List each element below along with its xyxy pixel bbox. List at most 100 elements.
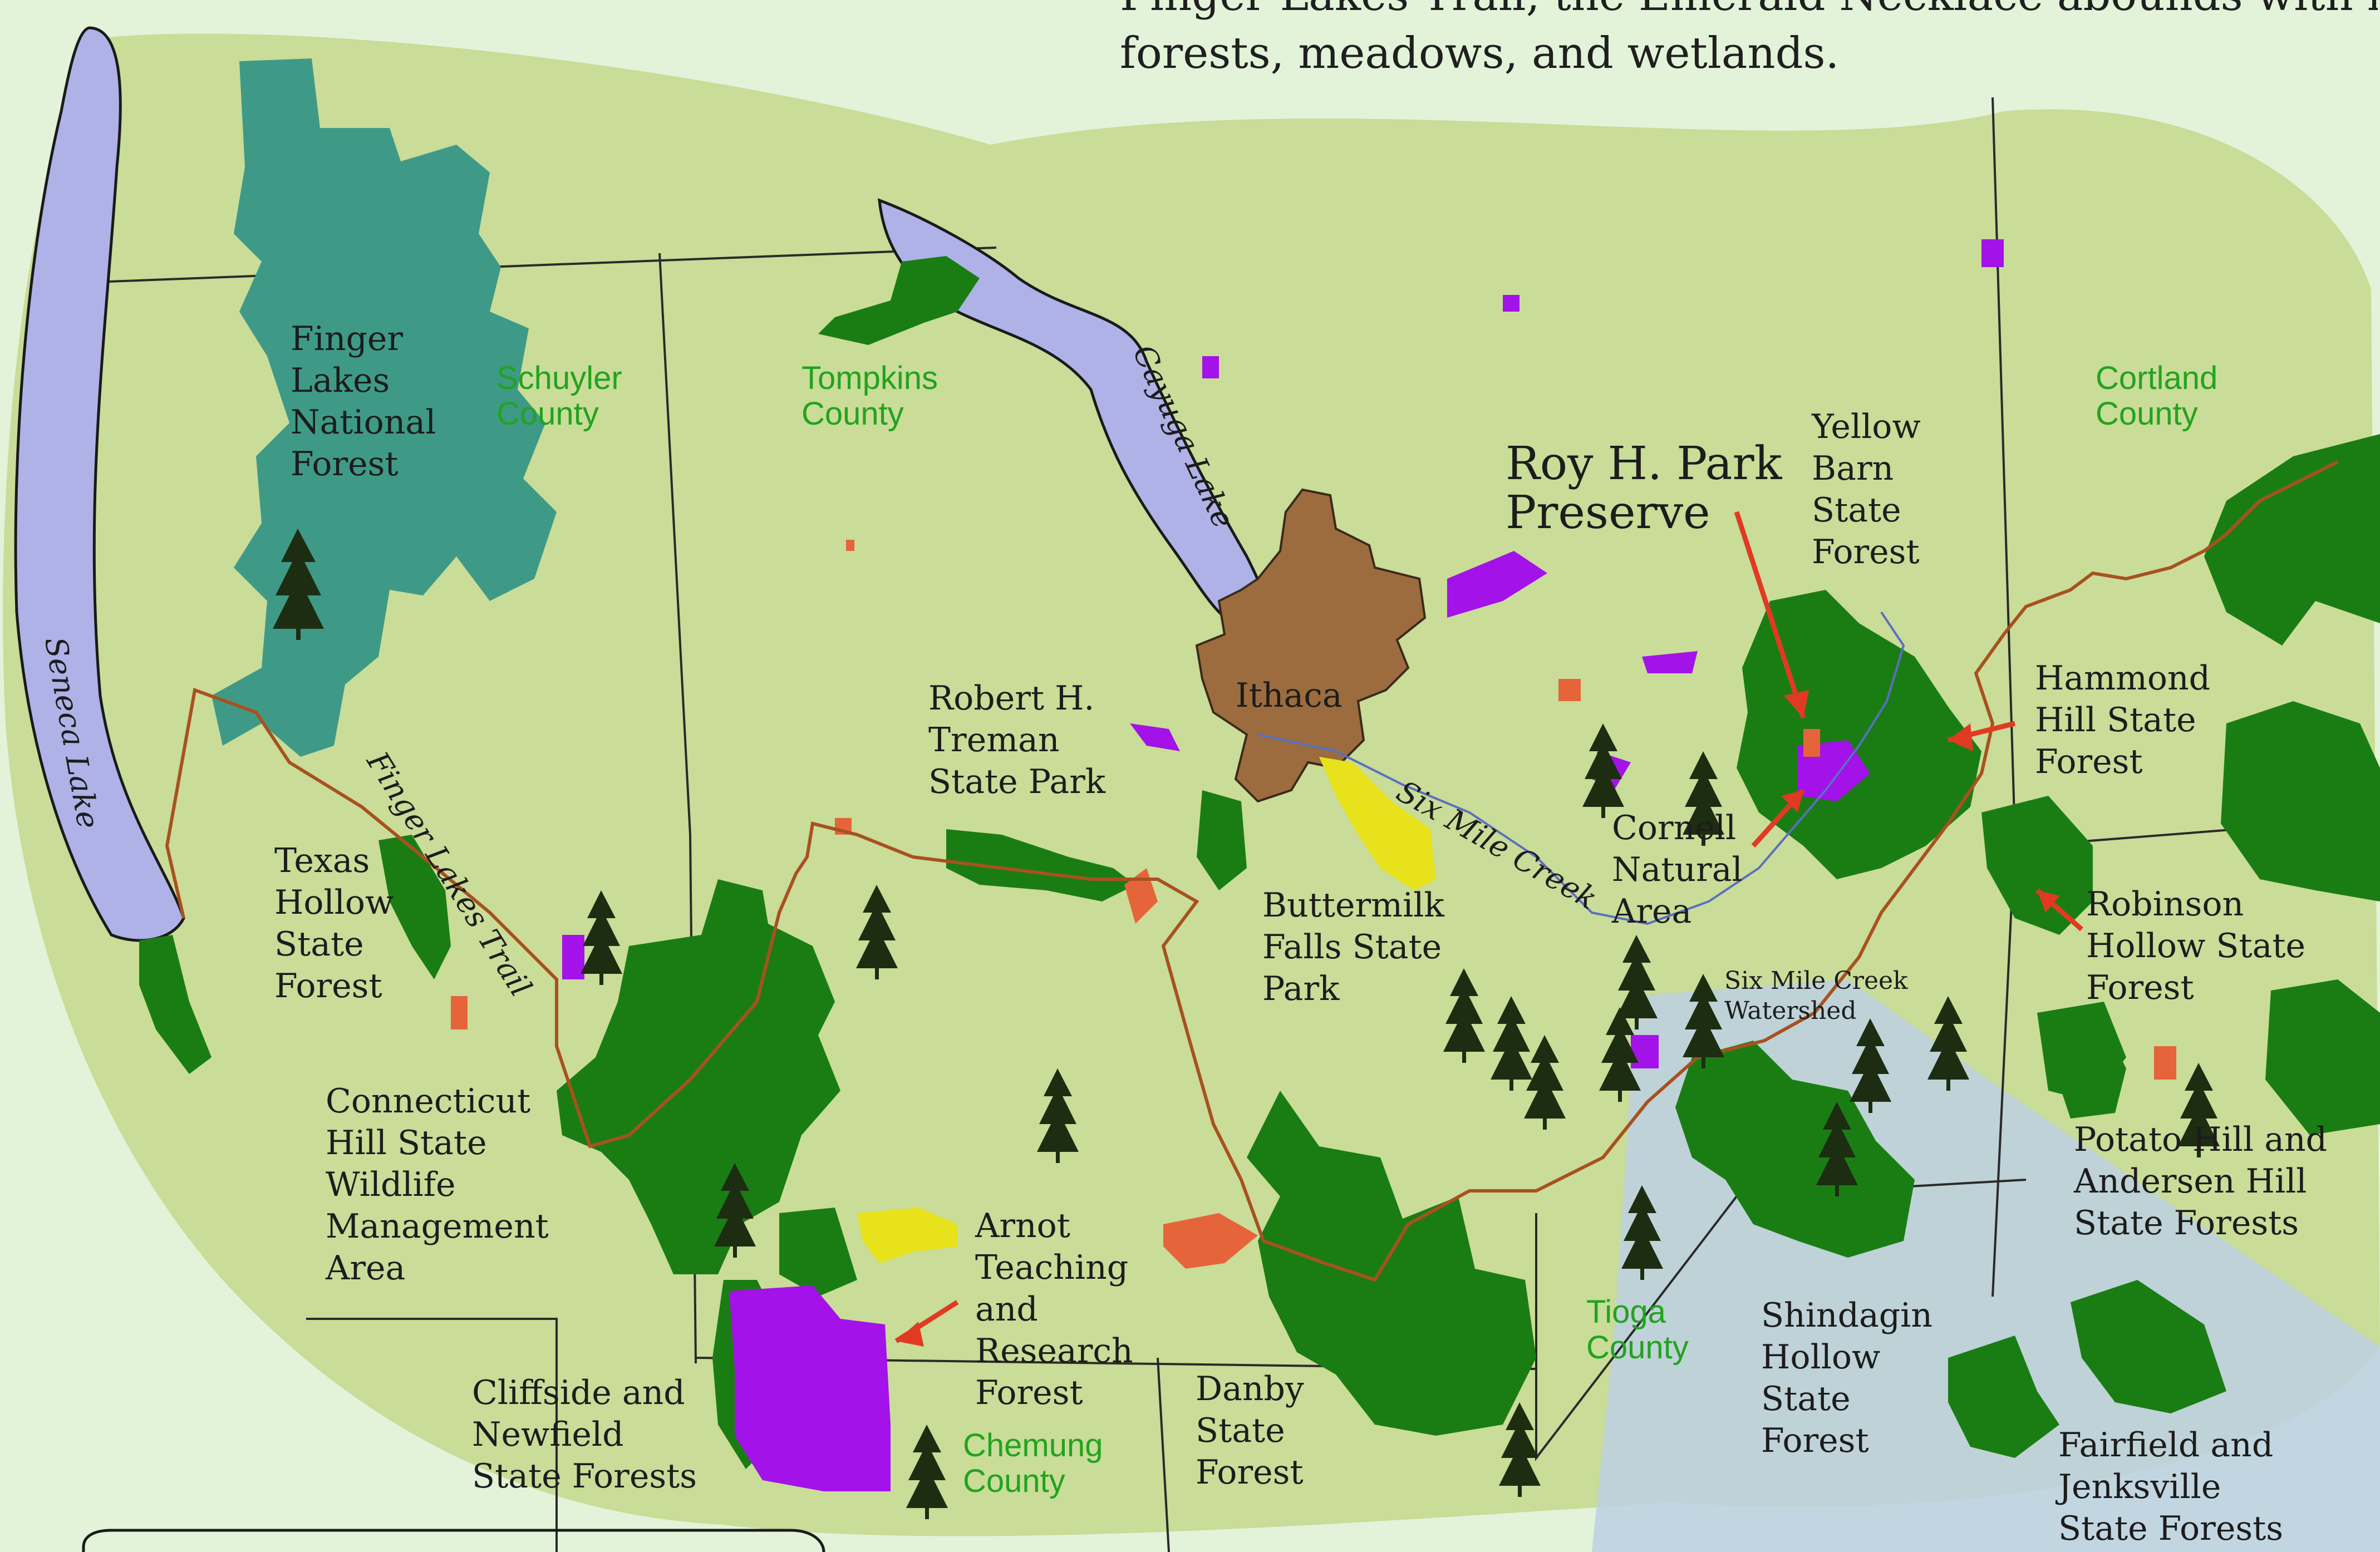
arrow-heads bbox=[896, 690, 2059, 1347]
label-line: Teaching bbox=[975, 1248, 1129, 1287]
tree-icon bbox=[906, 1425, 948, 1519]
label-line: Cornell bbox=[1612, 809, 1737, 848]
county-label-cortland: Cortland County bbox=[2096, 361, 2217, 432]
arrow-roy-park bbox=[1734, 511, 1806, 719]
cortland-east-forest bbox=[2221, 701, 2380, 901]
ithaca-city bbox=[1195, 488, 1427, 803]
label-roy-park-preserve: Roy H. Park Preserve bbox=[1506, 440, 1782, 538]
arnot-forest bbox=[729, 1285, 891, 1491]
tree-icon bbox=[1599, 1007, 1641, 1102]
tree-icon bbox=[1850, 1018, 1891, 1113]
label-line: Hill State bbox=[326, 1124, 487, 1162]
jenksville-forest bbox=[2071, 1280, 2226, 1413]
texas-hollow-forest bbox=[378, 835, 451, 979]
tree-icon bbox=[1443, 968, 1485, 1063]
legend-box bbox=[82, 1529, 825, 1552]
label-line: Falls State bbox=[1262, 928, 1442, 967]
label-line: Robinson bbox=[2086, 885, 2244, 924]
tree-icon bbox=[856, 885, 898, 979]
label-line: Research bbox=[975, 1332, 1133, 1371]
buttermilk-east bbox=[1197, 790, 1247, 890]
tree-icon bbox=[1582, 723, 1624, 818]
label-line: Park bbox=[1262, 969, 1340, 1008]
inlet-forest bbox=[818, 256, 980, 345]
cortland-south-forest bbox=[2265, 979, 2380, 1135]
label-line: Arnot bbox=[975, 1206, 1070, 1245]
label-line: State bbox=[274, 925, 364, 964]
tree-icons bbox=[273, 529, 2220, 1519]
county-name: Chemung bbox=[963, 1427, 1103, 1464]
label-line: Area bbox=[326, 1249, 406, 1288]
label-hammond-hill-state-forest: Hammond Hill State Forest bbox=[2035, 658, 2210, 783]
six-mile-creek bbox=[1257, 611, 1905, 925]
county-word: County bbox=[963, 1463, 1065, 1499]
parks bbox=[857, 757, 1436, 1263]
label-line: Roy H. Park bbox=[1506, 437, 1782, 490]
intro-text: Finger Lakes Trail, the Emerald Necklace… bbox=[1120, 0, 2378, 82]
county-word: County bbox=[2096, 396, 2198, 432]
label-line: Lakes bbox=[291, 361, 390, 400]
label-line: Hammond bbox=[2035, 659, 2211, 698]
danby-forest bbox=[1247, 1091, 1536, 1436]
county-name: Cortland bbox=[2096, 360, 2218, 396]
tree-icon bbox=[1816, 1102, 1858, 1196]
label-line: Buttermilk bbox=[1262, 886, 1444, 925]
intro-line: forests, meadows, and wetlands. bbox=[1120, 28, 1840, 78]
label-line: Yellow bbox=[1812, 407, 1921, 446]
label-line: Texas bbox=[274, 841, 370, 880]
label-line: Forest bbox=[1196, 1453, 1304, 1492]
label-line: Newfield bbox=[472, 1415, 624, 1454]
county-word: County bbox=[801, 396, 904, 432]
tree-icon bbox=[1927, 996, 1969, 1091]
label-line: Management bbox=[326, 1207, 549, 1246]
county-word: County bbox=[1586, 1329, 1689, 1366]
label-line: Jenksville bbox=[2058, 1467, 2221, 1506]
label-fairfield-jenksville-state-forests: Fairfield and Jenksville State Forests bbox=[2058, 1425, 2283, 1550]
label-line: Preserve bbox=[1506, 486, 1710, 539]
label-yellow-barn-state-forest: Yellow Barn State Forest bbox=[1812, 406, 1921, 573]
label-line: Treman bbox=[928, 721, 1060, 760]
label-line: Hollow bbox=[274, 883, 394, 922]
finger-lakes-trail bbox=[165, 460, 2339, 1282]
label-line: State bbox=[1761, 1379, 1851, 1418]
tree-icon bbox=[2178, 1063, 2220, 1157]
label-line: State Forests bbox=[472, 1457, 697, 1496]
label-arnot-teaching-research-forest: Arnot Teaching and Research Forest bbox=[975, 1205, 1133, 1414]
county-name: Tompkins bbox=[801, 360, 938, 396]
label-line: Danby bbox=[1196, 1369, 1304, 1408]
label-line: Cliffside and bbox=[472, 1373, 685, 1412]
label-line: Forest bbox=[1761, 1421, 1869, 1460]
label-line: Forest bbox=[975, 1373, 1083, 1412]
cornell-lands bbox=[562, 239, 2004, 1491]
label-line: Forest bbox=[2035, 742, 2143, 781]
label-line: Shindagin bbox=[1761, 1296, 1932, 1335]
county-name: Tioga bbox=[1586, 1294, 1666, 1330]
label-cliffside-newfield-state-forests: Cliffside and Newfield State Forests bbox=[472, 1372, 697, 1497]
tree-icon bbox=[1037, 1068, 1079, 1163]
label-texas-hollow-state-forest: Texas Hollow State Forest bbox=[274, 840, 394, 1007]
county-label-chemung: Chemung County bbox=[963, 1428, 1103, 1499]
tree-icon bbox=[581, 890, 622, 985]
preserves bbox=[451, 540, 2176, 1269]
county-word: County bbox=[496, 396, 599, 432]
label-line: Watershed bbox=[1724, 997, 1857, 1025]
label-line: State Forests bbox=[2058, 1509, 2284, 1548]
label-potato-hill-andersen-hill-state-forests: Potato Hill and Andersen Hill State Fore… bbox=[2074, 1119, 2327, 1244]
label-line: State Park bbox=[928, 762, 1106, 801]
label-line: Area bbox=[1612, 892, 1692, 931]
label-robert-h-treman-state-park: Robert H. Treman State Park bbox=[928, 678, 1105, 803]
label-ithaca: Ithaca bbox=[1236, 676, 1343, 715]
treman-park bbox=[946, 829, 1135, 901]
label-line: State bbox=[1812, 491, 1901, 530]
tree-icon bbox=[1491, 996, 1532, 1091]
label-line: Andersen Hill bbox=[2074, 1162, 2307, 1201]
tree-icon bbox=[1683, 751, 1724, 846]
label-line: Finger bbox=[291, 319, 404, 358]
tree-icon bbox=[1616, 935, 1658, 1029]
seneca-shore-forest bbox=[139, 935, 212, 1074]
buttermilk-falls-park bbox=[1319, 757, 1436, 890]
arnot-yellow bbox=[857, 1208, 957, 1263]
label-danby-state-forest: Danby State Forest bbox=[1196, 1368, 1304, 1494]
potato-hill-forest bbox=[2043, 1024, 2126, 1119]
label-line: Connecticut bbox=[326, 1082, 531, 1121]
